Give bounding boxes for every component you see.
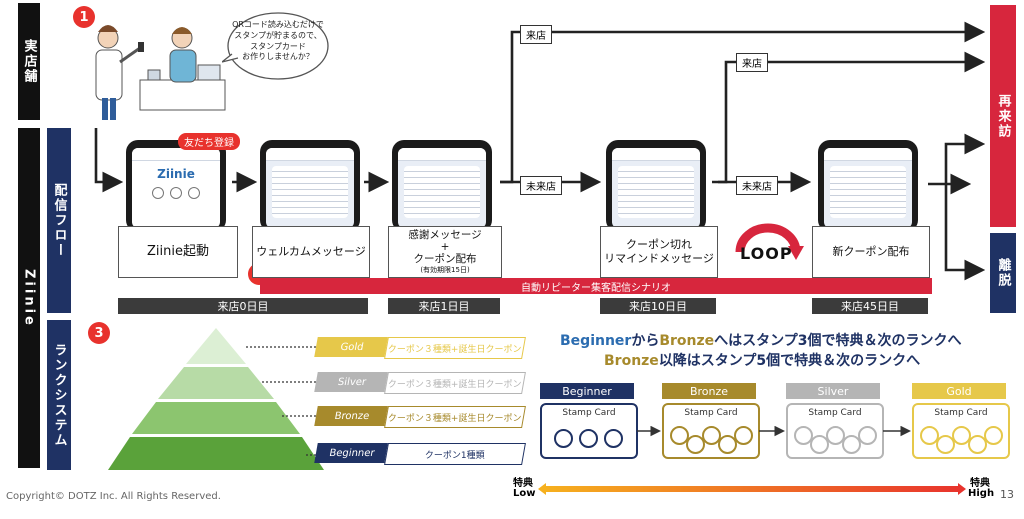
stamp-slot <box>968 435 987 454</box>
stamp-slot <box>579 429 598 448</box>
scenario-bar: 自動リピーター集客配信シナリオ <box>260 278 932 294</box>
benefit-high-top: 特典 <box>970 478 990 489</box>
badge-3: 3 <box>88 322 110 344</box>
stamp-card-silver: Stamp Card <box>786 403 884 459</box>
stamp-card-gold: Stamp Card <box>912 403 1010 459</box>
rank-rule-from: から <box>631 333 660 349</box>
day-1: 来店1日目 <box>388 298 500 314</box>
stamp-card-bronze: Stamp Card <box>662 403 760 459</box>
stamp-slot <box>554 429 573 448</box>
day-0: 来店0日目 <box>118 298 368 314</box>
card-head-silver: Silver <box>786 383 880 399</box>
stamp-card-title: Stamp Card <box>934 408 988 418</box>
phone-reminder <box>606 140 706 232</box>
benefit-low-bottom: Low <box>513 488 536 499</box>
rank-rule-line-2: Bronze以降はスタンプ5個で特典＆次のランクへ <box>604 350 920 370</box>
stamp-card-title: Stamp Card <box>562 408 616 418</box>
benefit-high-bottom: High <box>968 488 995 499</box>
friend-registration-tag: 友だち登録 <box>178 133 240 150</box>
side-label-flow: 配信フロー <box>47 128 71 313</box>
day-10: 来店10日目 <box>600 298 716 314</box>
stamp-slot <box>842 435 861 454</box>
loop-label: LOOP <box>740 244 793 263</box>
step-new-coupon: 新クーポン配布 <box>812 226 930 278</box>
stamp-slot <box>810 435 829 454</box>
stamp-card-title: Stamp Card <box>808 408 862 418</box>
branch-label-novisit-2: 未来店 <box>736 176 778 195</box>
step-reminder: クーポン切れ リマインドメッセージ <box>600 226 718 278</box>
card-head-bronze: Bronze <box>662 383 756 399</box>
stamp-card-beginner: Stamp Card <box>540 403 638 459</box>
stamp-slot <box>952 426 971 445</box>
stamp-slot <box>686 435 705 454</box>
revisit-label: 再来訪 <box>990 5 1016 227</box>
badge-1: 1 <box>73 6 95 28</box>
side-label-ziinie: Ziinie <box>18 128 40 468</box>
card-head-beginner: Beginner <box>540 383 634 399</box>
side-label-rank: ランクシステム <box>47 320 71 470</box>
stamp-slot <box>734 426 753 445</box>
phone-thanks <box>392 140 492 232</box>
stamp-slot <box>936 435 955 454</box>
stamp-slot <box>718 435 737 454</box>
copyright: Copyright© DOTZ Inc. All Rights Reserved… <box>6 491 221 502</box>
step-welcome: ウェルカムメッセージ <box>252 226 370 278</box>
churn-label: 離脱 <box>990 233 1016 313</box>
speech-text: QRコード読み込むだけで スタンプが貯まるので、 スタンプカード お作りしません… <box>232 20 324 62</box>
benefit-low-top: 特典 <box>513 478 533 489</box>
stamp-slot <box>604 429 623 448</box>
rank-rule-line-1: BeginnerからBronzeへはスタンプ3個で特典＆次のランクへ <box>560 330 961 350</box>
stamp-slot <box>826 426 845 445</box>
rank-rule-rest-1: へはスタンプ3個で特典＆次のランクへ <box>714 333 962 349</box>
page-number: 13 <box>1000 488 1014 501</box>
benefit-gradient-bar <box>538 483 966 495</box>
step-ziinie-launch: Ziinie起動 <box>118 226 238 278</box>
step-thanks: 感謝メッセージ + クーポン配布 (有効期限15日) <box>388 226 502 278</box>
branch-label-novisit-1: 未来店 <box>520 176 562 195</box>
stamp-slot <box>984 426 1003 445</box>
ziinie-logo: Ziinie <box>157 167 195 181</box>
day-45: 来店45日目 <box>812 298 928 314</box>
step-thanks-label: 感謝メッセージ + クーポン配布 <box>408 229 482 266</box>
branch-label-visit-1: 来店 <box>520 25 552 44</box>
stamp-slot <box>702 426 721 445</box>
rank-rule-beginner: Beginner <box>560 333 632 349</box>
stamp-slot <box>670 426 689 445</box>
speech-bubble <box>222 12 329 80</box>
stamp-slot <box>920 426 939 445</box>
phone-ziinie-launch: Ziinie <box>126 140 226 232</box>
side-label-store: 実店舗 <box>18 3 40 120</box>
step-thanks-sub: (有効期限15日) <box>420 265 470 274</box>
loop-icon <box>735 223 804 260</box>
store-illustration <box>95 25 226 120</box>
rank-pyramid <box>108 328 324 470</box>
stamp-card-title: Stamp Card <box>684 408 738 418</box>
rank-rule-bronze: Bronze <box>659 333 715 349</box>
rank-rule-bronze-2: Bronze <box>604 353 659 369</box>
phone-new-coupon <box>818 140 918 232</box>
rank-rule-rest-2: 以降はスタンプ5個で特典＆次のランクへ <box>658 353 921 369</box>
branch-label-visit-2: 来店 <box>736 53 768 72</box>
phone-welcome <box>260 140 360 232</box>
stamp-slot <box>858 426 877 445</box>
card-head-gold: Gold <box>912 383 1006 399</box>
stamp-slot <box>794 426 813 445</box>
